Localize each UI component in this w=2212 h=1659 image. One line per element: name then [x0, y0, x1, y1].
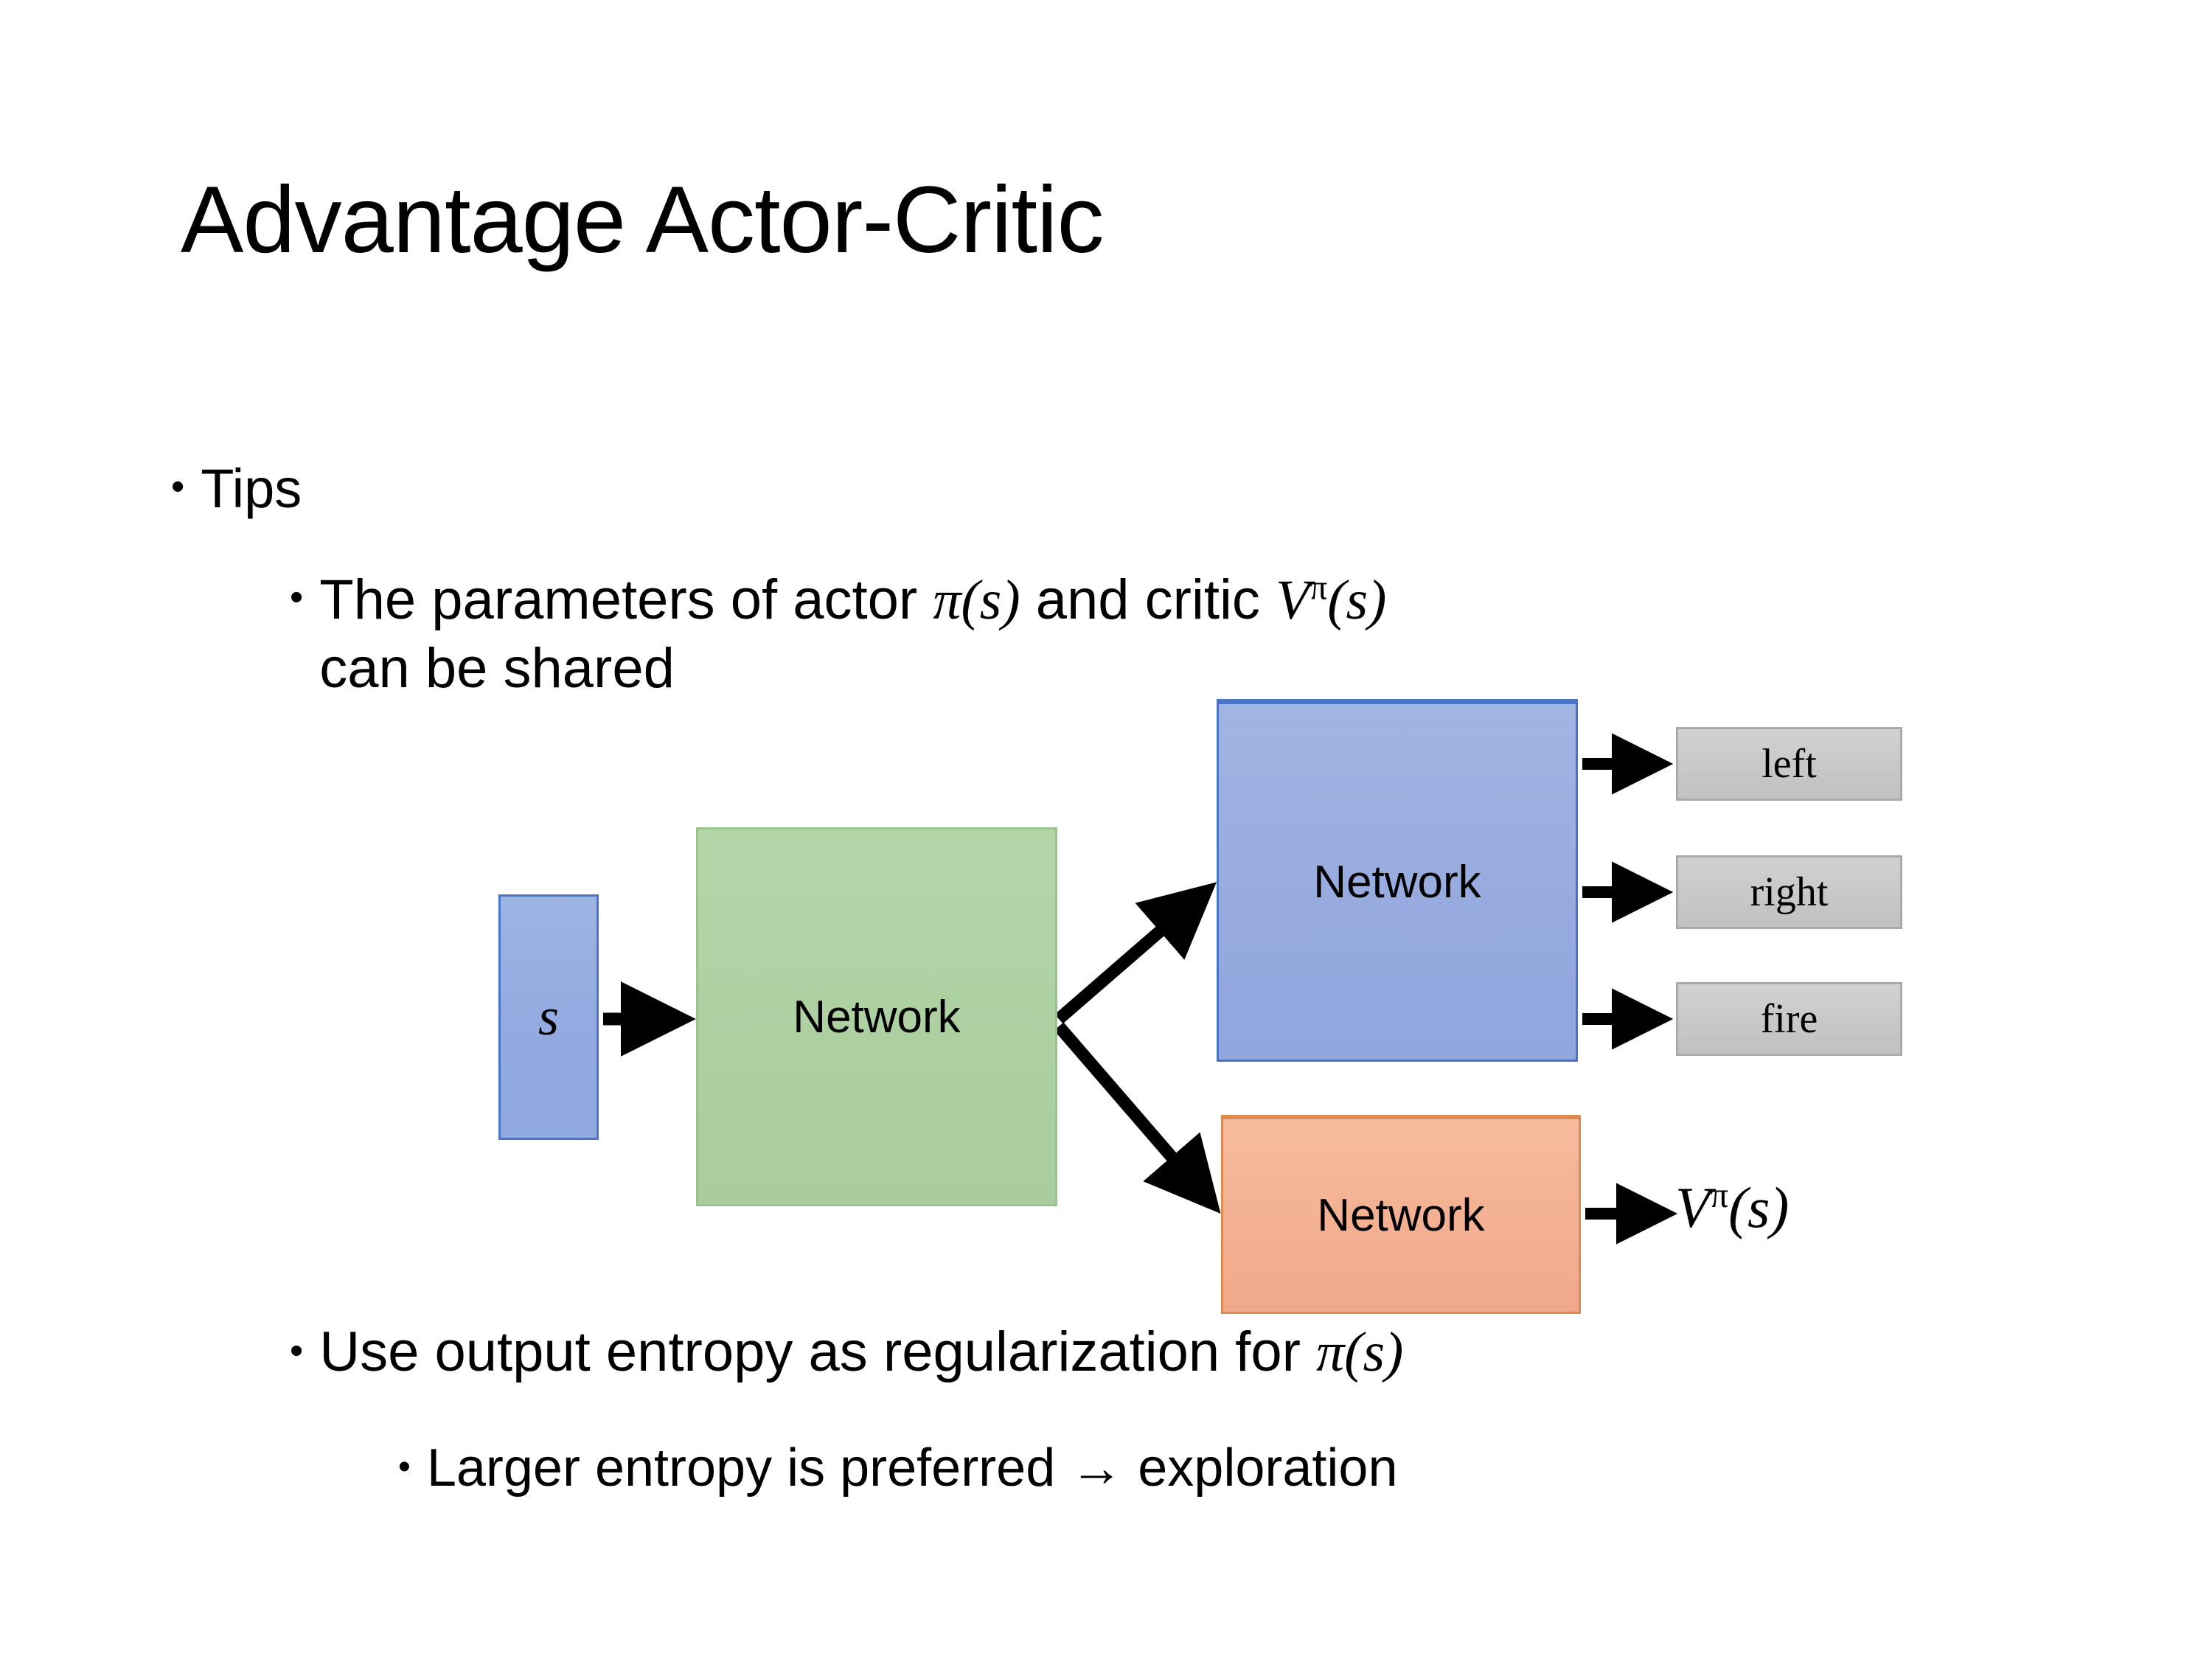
- math-critic-superscript: π: [1310, 568, 1328, 608]
- bullet-marker-icon: •: [171, 465, 185, 508]
- action-output-fire-label: fire: [1760, 996, 1818, 1042]
- bullet-tips-label: Tips: [201, 458, 302, 519]
- critic-value-output: Vπ(s): [1675, 1174, 1789, 1241]
- action-output-right[interactable]: right: [1676, 855, 1902, 929]
- action-output-left-label: left: [1761, 741, 1817, 787]
- state-input-label: s: [538, 987, 560, 1046]
- action-output-fire[interactable]: fire: [1676, 982, 1902, 1056]
- bullet-entropy-label: Use output entropy as regularization for…: [319, 1320, 1403, 1385]
- text-segment: Use output entropy as regularization for: [319, 1321, 1317, 1383]
- critic-value-argument: (s): [1728, 1175, 1790, 1239]
- shared-network-box[interactable]: Network: [696, 827, 1057, 1206]
- state-input-box[interactable]: s: [498, 894, 599, 1140]
- math-critic-argument: (s): [1327, 569, 1387, 631]
- text-segment: The parameters of actor: [319, 568, 933, 631]
- math-policy: π(s): [1316, 1321, 1404, 1383]
- bullet-larger-entropy-label: Larger entropy is preferred → exploratio…: [426, 1439, 1398, 1498]
- math-critic-value: V: [1275, 569, 1310, 631]
- math-actor-policy: π(s): [933, 569, 1020, 631]
- text-segment-line2: can be shared: [319, 636, 675, 700]
- page-title: Advantage Actor-Critic: [181, 167, 1104, 273]
- bullet-entropy-regularization: • Use output entropy as regularization f…: [290, 1320, 1403, 1385]
- bullet-shared-parameters-label: The parameters of actor π(s) and critic …: [319, 566, 1838, 703]
- action-output-right-label: right: [1750, 869, 1829, 915]
- text-segment: and critic: [1020, 568, 1276, 631]
- arrow-shared-to-critic: [1054, 1022, 1221, 1214]
- bullet-tips: • Tips: [171, 457, 302, 520]
- bullet-shared-parameters: • The parameters of actor π(s) and criti…: [290, 566, 1838, 703]
- critic-value-superscript: π: [1710, 1176, 1729, 1215]
- shared-network-label: Network: [793, 991, 961, 1043]
- bullet-larger-entropy: • Larger entropy is preferred → explorat…: [398, 1438, 1397, 1498]
- critic-network-box[interactable]: Network: [1221, 1115, 1581, 1314]
- action-output-left[interactable]: left: [1676, 727, 1902, 801]
- critic-value-symbol: V: [1675, 1175, 1711, 1239]
- bullet-marker-icon: •: [398, 1447, 411, 1486]
- arrow-shared-to-actor: [1054, 882, 1217, 1024]
- actor-network-label: Network: [1313, 856, 1481, 908]
- actor-network-box[interactable]: Network: [1217, 699, 1578, 1062]
- critic-network-label: Network: [1317, 1190, 1485, 1241]
- bullet-marker-icon: •: [290, 1329, 304, 1372]
- bullet-marker-icon: •: [290, 576, 304, 619]
